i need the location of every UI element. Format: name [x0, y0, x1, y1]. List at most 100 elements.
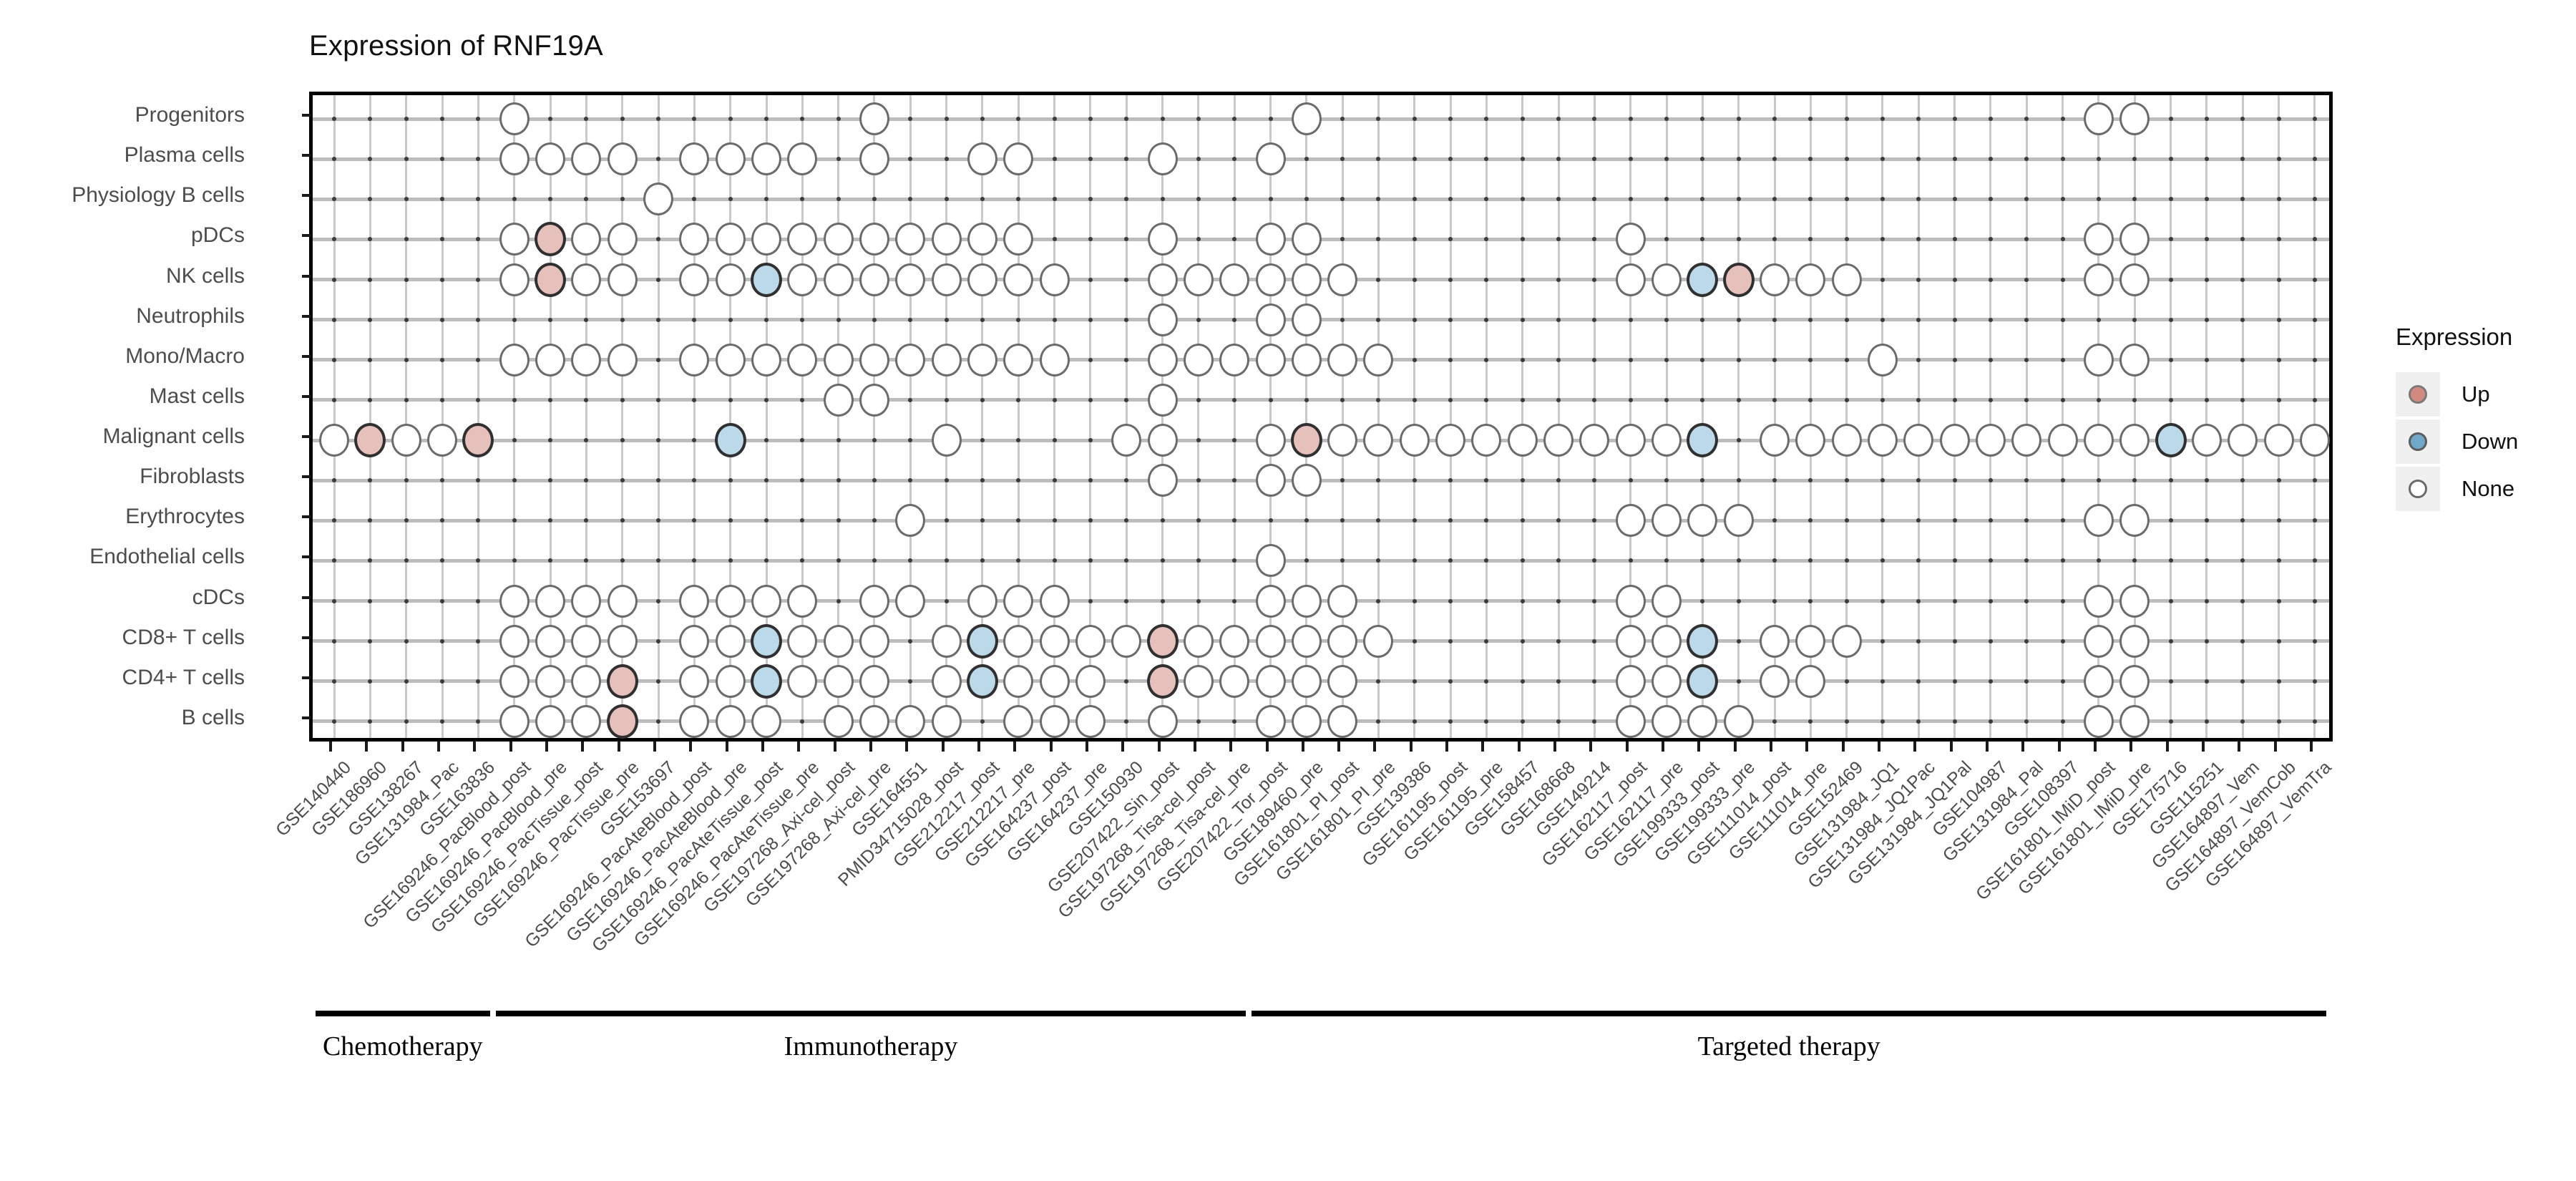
- data-point-up[interactable]: [535, 262, 567, 297]
- data-point-none[interactable]: [571, 142, 602, 176]
- data-point-none[interactable]: [1183, 664, 1214, 698]
- data-point-none[interactable]: [2119, 102, 2150, 136]
- data-point-none[interactable]: [1652, 624, 1682, 658]
- data-point-none[interactable]: [1291, 464, 1322, 497]
- data-point-none[interactable]: [499, 584, 530, 618]
- data-point-none[interactable]: [823, 664, 854, 698]
- data-point-none[interactable]: [607, 223, 638, 256]
- data-point-none[interactable]: [1363, 343, 1394, 376]
- data-point-none[interactable]: [859, 624, 889, 658]
- data-point-none[interactable]: [2083, 704, 2114, 738]
- data-point-none[interactable]: [1399, 424, 1430, 457]
- data-point-none[interactable]: [931, 424, 962, 457]
- data-point-none[interactable]: [499, 102, 530, 136]
- data-point-none[interactable]: [1760, 424, 1790, 457]
- data-point-none[interactable]: [859, 584, 889, 618]
- data-point-none[interactable]: [859, 383, 889, 417]
- data-point-none[interactable]: [1939, 424, 1970, 457]
- data-point-none[interactable]: [643, 183, 674, 216]
- data-point-none[interactable]: [1039, 584, 1070, 618]
- data-point-none[interactable]: [823, 343, 854, 376]
- data-point-none[interactable]: [1652, 704, 1682, 738]
- data-point-none[interactable]: [1615, 424, 1646, 457]
- data-point-none[interactable]: [1003, 263, 1034, 296]
- data-point-none[interactable]: [1903, 424, 1934, 457]
- data-point-none[interactable]: [823, 223, 854, 256]
- data-point-none[interactable]: [535, 343, 566, 376]
- data-point-none[interactable]: [1255, 223, 1286, 256]
- data-point-down[interactable]: [1687, 423, 1719, 458]
- data-point-none[interactable]: [1363, 424, 1394, 457]
- data-point-none[interactable]: [499, 223, 530, 256]
- data-point-none[interactable]: [751, 704, 782, 738]
- data-point-none[interactable]: [1867, 343, 1898, 376]
- data-point-none[interactable]: [1795, 424, 1826, 457]
- data-point-none[interactable]: [679, 704, 710, 738]
- data-point-none[interactable]: [1795, 624, 1826, 658]
- data-point-none[interactable]: [1003, 142, 1034, 176]
- data-point-none[interactable]: [787, 584, 818, 618]
- data-point-none[interactable]: [391, 424, 421, 457]
- data-point-none[interactable]: [1327, 704, 1358, 738]
- data-point-none[interactable]: [1652, 424, 1682, 457]
- data-point-none[interactable]: [967, 263, 997, 296]
- data-point-none[interactable]: [1363, 624, 1394, 658]
- data-point-down[interactable]: [966, 664, 998, 699]
- data-point-none[interactable]: [1291, 704, 1322, 738]
- data-point-none[interactable]: [787, 263, 818, 296]
- data-point-none[interactable]: [2083, 223, 2114, 256]
- data-point-none[interactable]: [715, 223, 746, 256]
- data-point-none[interactable]: [787, 664, 818, 698]
- data-point-none[interactable]: [1039, 704, 1070, 738]
- data-point-none[interactable]: [1795, 263, 1826, 296]
- data-point-none[interactable]: [787, 624, 818, 658]
- data-point-none[interactable]: [1652, 584, 1682, 618]
- data-point-none[interactable]: [1003, 664, 1034, 698]
- data-point-none[interactable]: [1003, 343, 1034, 376]
- data-point-none[interactable]: [931, 223, 962, 256]
- data-point-none[interactable]: [931, 624, 962, 658]
- data-point-none[interactable]: [1615, 584, 1646, 618]
- data-point-none[interactable]: [1327, 424, 1358, 457]
- data-point-none[interactable]: [1291, 223, 1322, 256]
- data-point-up[interactable]: [1290, 423, 1322, 458]
- data-point-none[interactable]: [2119, 424, 2150, 457]
- data-point-none[interactable]: [2191, 424, 2222, 457]
- data-point-none[interactable]: [1255, 544, 1286, 578]
- data-point-none[interactable]: [931, 343, 962, 376]
- data-point-none[interactable]: [1003, 704, 1034, 738]
- data-point-none[interactable]: [2228, 424, 2258, 457]
- data-point-none[interactable]: [1039, 624, 1070, 658]
- data-point-none[interactable]: [1507, 424, 1538, 457]
- data-point-none[interactable]: [679, 223, 710, 256]
- data-point-none[interactable]: [1615, 504, 1646, 538]
- data-point-down[interactable]: [714, 423, 746, 458]
- data-point-none[interactable]: [2299, 424, 2330, 457]
- data-point-none[interactable]: [1255, 464, 1286, 497]
- data-point-none[interactable]: [1327, 263, 1358, 296]
- data-point-none[interactable]: [859, 102, 889, 136]
- data-point-none[interactable]: [499, 343, 530, 376]
- data-point-none[interactable]: [1687, 504, 1718, 538]
- data-point-none[interactable]: [823, 263, 854, 296]
- data-point-up[interactable]: [606, 664, 638, 699]
- data-point-none[interactable]: [1147, 704, 1178, 738]
- data-point-none[interactable]: [1255, 584, 1286, 618]
- data-point-none[interactable]: [823, 624, 854, 658]
- data-point-none[interactable]: [2083, 102, 2114, 136]
- data-point-none[interactable]: [787, 223, 818, 256]
- data-point-none[interactable]: [2119, 584, 2150, 618]
- data-point-none[interactable]: [2083, 624, 2114, 658]
- data-point-none[interactable]: [859, 704, 889, 738]
- data-point-down[interactable]: [1687, 623, 1719, 658]
- data-point-up[interactable]: [354, 423, 386, 458]
- data-point-none[interactable]: [607, 343, 638, 376]
- data-point-none[interactable]: [2047, 424, 2078, 457]
- data-point-none[interactable]: [1291, 584, 1322, 618]
- data-point-none[interactable]: [1039, 343, 1070, 376]
- data-point-none[interactable]: [1687, 704, 1718, 738]
- data-point-none[interactable]: [967, 142, 997, 176]
- data-point-up[interactable]: [462, 423, 494, 458]
- data-point-none[interactable]: [2263, 424, 2294, 457]
- data-point-none[interactable]: [787, 343, 818, 376]
